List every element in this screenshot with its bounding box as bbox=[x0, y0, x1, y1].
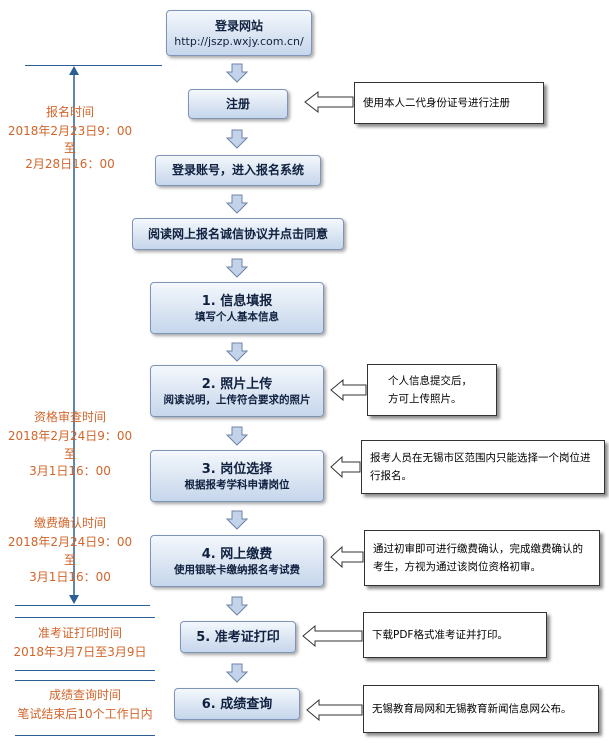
note-admission: 下载PDF格式准考证并打印。 bbox=[363, 612, 547, 658]
timeline-top-line bbox=[25, 65, 162, 66]
down-arrow-icon bbox=[226, 258, 248, 278]
step-admission-print-title: 5. 准考证打印 bbox=[196, 629, 280, 645]
payment-period-to: 至 bbox=[63, 553, 76, 567]
step-login-account-title: 登录账号，进入报名系统 bbox=[171, 163, 304, 177]
payment-period-title: 缴费确认时间 bbox=[33, 516, 106, 530]
results-top-line bbox=[15, 680, 155, 681]
step-info-entry: 1. 信息填报 填写个人基本信息 bbox=[150, 282, 324, 334]
review-period-title: 资格审查时间 bbox=[33, 410, 106, 424]
note-payment-text: 通过初审即可进行缴费确认，完成缴费确认的考生，方视为通过该岗位资格初审。 bbox=[373, 543, 583, 573]
step-results-query-title: 6. 成绩查询 bbox=[201, 696, 273, 712]
note-photo-line2: 方可上传照片。 bbox=[388, 393, 462, 405]
down-arrow-icon bbox=[226, 426, 248, 446]
note-results: 无锡教育局网和无锡教育新闻信息网公布。 bbox=[363, 685, 599, 733]
left-arrow-icon bbox=[306, 699, 363, 721]
step-info-entry-title: 1. 信息填报 bbox=[201, 293, 273, 309]
registration-period-end: 2月28日16：00 bbox=[25, 157, 115, 171]
step-admission-print: 5. 准考证打印 bbox=[180, 621, 296, 653]
admission-period-title: 准考证打印时间 bbox=[37, 626, 122, 640]
down-arrow-icon bbox=[226, 596, 248, 616]
step-register-title: 注册 bbox=[225, 96, 250, 111]
step-login-website-url: http://jszp.wxjy.com.cn/ bbox=[174, 34, 304, 48]
down-arrow-icon bbox=[226, 63, 248, 83]
note-photo: 个人信息提交后， 方可上传照片。 bbox=[367, 364, 497, 416]
registration-period: 报名时间 2018年2月23日9：00 至 2月28日16：00 bbox=[0, 103, 140, 174]
step-online-payment-title: 4. 网上缴费 bbox=[201, 546, 273, 562]
step-online-payment-subtitle: 使用银联卡缴纳报名考试费 bbox=[174, 563, 300, 576]
note-results-text: 无锡教育局网和无锡教育新闻信息网公布。 bbox=[372, 703, 572, 715]
admission-period: 准考证打印时间 2018年3月7日至3月9日 bbox=[0, 624, 160, 662]
step-photo-upload: 2. 照片上传 阅读说明，上传符合要求的照片 bbox=[150, 365, 324, 417]
results-period-title: 成绩查询时间 bbox=[48, 688, 121, 702]
down-arrow-icon bbox=[226, 342, 248, 362]
left-arrow-icon bbox=[302, 625, 363, 647]
registration-period-title: 报名时间 bbox=[45, 105, 94, 119]
down-arrow-icon bbox=[226, 129, 248, 149]
step-info-entry-subtitle: 填写个人基本信息 bbox=[195, 310, 279, 323]
note-register-text: 使用本人二代身份证号进行注册 bbox=[363, 97, 510, 109]
step-photo-upload-title: 2. 照片上传 bbox=[201, 376, 273, 392]
review-period: 资格审查时间 2018年2月24日9：00 至 3月1日16：00 bbox=[0, 408, 140, 481]
note-position: 报考人员在无锡市区范围内只能选择一个岗位进行报名。 bbox=[361, 440, 605, 494]
results-period: 成绩查询时间 笔试结束后10个工作日内 bbox=[0, 686, 170, 724]
step-position-select-title: 3. 岗位选择 bbox=[201, 461, 273, 477]
review-period-to: 至 bbox=[63, 447, 76, 461]
step-register: 注册 bbox=[188, 89, 288, 119]
registration-period-start: 2018年2月23日9：00 bbox=[7, 124, 133, 138]
step-login-website-title: 登录网站 bbox=[214, 18, 263, 33]
review-period-end: 3月1日16：00 bbox=[29, 464, 111, 478]
down-arrow-icon bbox=[226, 663, 248, 683]
results-period-timing: 笔试结束后10个工作日内 bbox=[17, 707, 153, 721]
payment-period-end: 3月1日16：00 bbox=[29, 570, 111, 584]
left-arrow-icon bbox=[304, 91, 354, 113]
admission-period-dates: 2018年3月7日至3月9日 bbox=[13, 645, 147, 659]
timeline-bottom-line bbox=[15, 605, 150, 606]
step-position-select-subtitle: 根据报考学科申请岗位 bbox=[184, 478, 290, 491]
admission-bottom-line bbox=[15, 670, 155, 671]
note-payment: 通过初审即可进行缴费确认，完成缴费确认的考生，方视为通过该岗位资格初审。 bbox=[364, 530, 600, 586]
note-register: 使用本人二代身份证号进行注册 bbox=[354, 82, 544, 124]
step-online-payment: 4. 网上缴费 使用银联卡缴纳报名考试费 bbox=[150, 535, 324, 587]
left-arrow-icon bbox=[330, 456, 361, 478]
note-position-text: 报考人员在无锡市区范围内只能选择一个岗位进行报名。 bbox=[370, 452, 591, 482]
step-login-website: 登录网站 http://jszp.wxjy.com.cn/ bbox=[166, 10, 312, 56]
step-position-select: 3. 岗位选择 根据报考学科申请岗位 bbox=[150, 450, 324, 502]
left-arrow-icon bbox=[330, 379, 367, 401]
step-login-account: 登录账号，进入报名系统 bbox=[155, 155, 321, 186]
down-arrow-icon bbox=[226, 194, 248, 214]
timeline-double-arrow bbox=[67, 66, 81, 604]
step-read-agreement-title: 阅读网上报名诚信协议并点击同意 bbox=[147, 226, 328, 241]
left-arrow-icon bbox=[330, 546, 364, 568]
down-arrow-icon bbox=[226, 510, 248, 530]
registration-period-to: 至 bbox=[63, 141, 76, 155]
step-photo-upload-subtitle: 阅读说明，上传符合要求的照片 bbox=[163, 393, 311, 406]
results-bottom-line bbox=[15, 735, 155, 736]
payment-period-start: 2018年2月24日9：00 bbox=[7, 535, 133, 549]
note-photo-line1: 个人信息提交后， bbox=[388, 375, 472, 387]
admission-top-line bbox=[15, 617, 155, 618]
payment-period: 缴费确认时间 2018年2月24日9：00 至 3月1日16：00 bbox=[0, 514, 140, 587]
step-results-query: 6. 成绩查询 bbox=[174, 688, 300, 720]
review-period-start: 2018年2月24日9：00 bbox=[7, 429, 133, 443]
note-admission-text: 下载PDF格式准考证并打印。 bbox=[372, 629, 508, 641]
step-read-agreement: 阅读网上报名诚信协议并点击同意 bbox=[132, 218, 344, 250]
